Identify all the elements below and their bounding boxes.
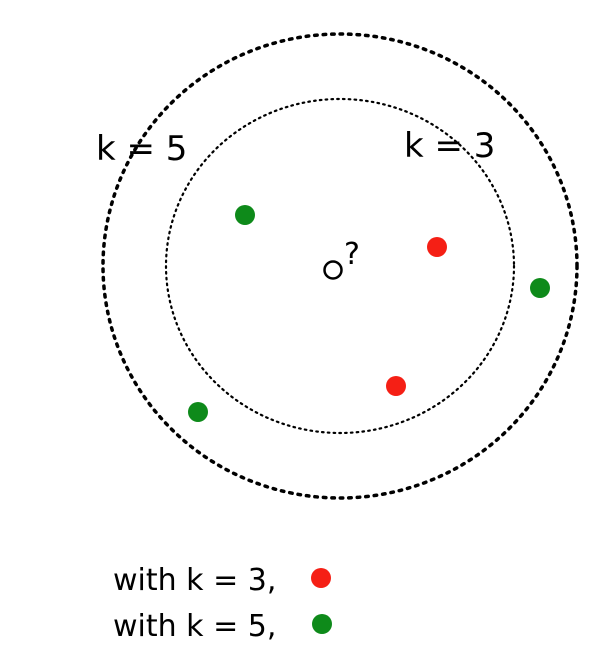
outer-circle-k5 [101, 32, 579, 500]
green-point [235, 205, 255, 225]
label-k5: k = 5 [96, 129, 187, 169]
legend-k5-text: with k = 5, [113, 609, 276, 644]
legend-green-dot [312, 614, 332, 634]
label-k3: k = 3 [404, 126, 495, 166]
legend-red-dot [311, 568, 331, 588]
green-point [188, 402, 208, 422]
legend-k3-text: with k = 3, [113, 563, 276, 598]
green-point [530, 278, 550, 298]
inner-circle-k3 [164, 97, 516, 435]
red-point [427, 237, 447, 257]
query-point [323, 260, 343, 280]
red-point [386, 376, 406, 396]
query-mark: ? [344, 237, 360, 272]
